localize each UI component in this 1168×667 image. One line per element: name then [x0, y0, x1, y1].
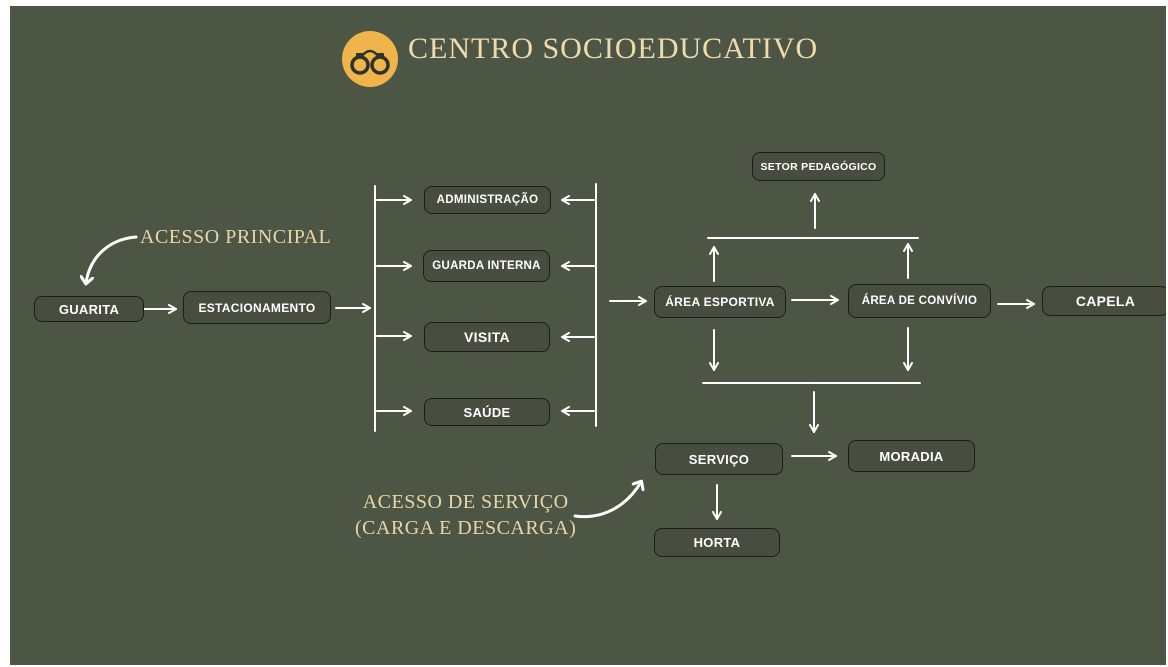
diagram-canvas: CENTRO SOCIOEDUCATIVO ACESSO PRINCIPAL A… — [10, 6, 1166, 665]
service-access-line1: ACESSO DE SERVIÇO — [362, 491, 569, 513]
node-guarda-interna: GUARDA INTERNA — [423, 250, 550, 282]
curved-arrow-service-access — [573, 482, 641, 519]
curved-arrow-main-access — [86, 235, 138, 283]
connector-arrows — [10, 183, 1035, 520]
node-estacionamento: ESTACIONAMENTO — [183, 291, 331, 324]
handcuffs-icon — [342, 31, 398, 87]
service-access-label: ACESSO DE SERVIÇO (CARGA E DESCARGA) — [355, 489, 576, 541]
node-setor-pedagogico: SETOR PEDAGÓGICO — [752, 152, 885, 181]
node-area-esportiva: ÁREA ESPORTIVA — [654, 286, 786, 318]
node-administracao: ADMINISTRAÇÃO — [424, 186, 551, 214]
diagram-title: CENTRO SOCIOEDUCATIVO — [408, 32, 819, 65]
service-access-line2: (CARGA E DESCARGA) — [355, 517, 577, 539]
node-saude: SAÚDE — [424, 398, 550, 426]
node-area-convivio: ÁREA DE CONVÍVIO — [848, 284, 991, 318]
node-servico: SERVIÇO — [655, 443, 783, 475]
node-guarita: GUARITA — [34, 296, 144, 322]
node-visita: VISITA — [424, 322, 550, 352]
node-moradia: MORADIA — [848, 440, 975, 472]
node-capela: CAPELA — [1042, 286, 1166, 316]
main-access-label: ACESSO PRINCIPAL — [140, 226, 332, 248]
node-horta: HORTA — [654, 528, 780, 557]
